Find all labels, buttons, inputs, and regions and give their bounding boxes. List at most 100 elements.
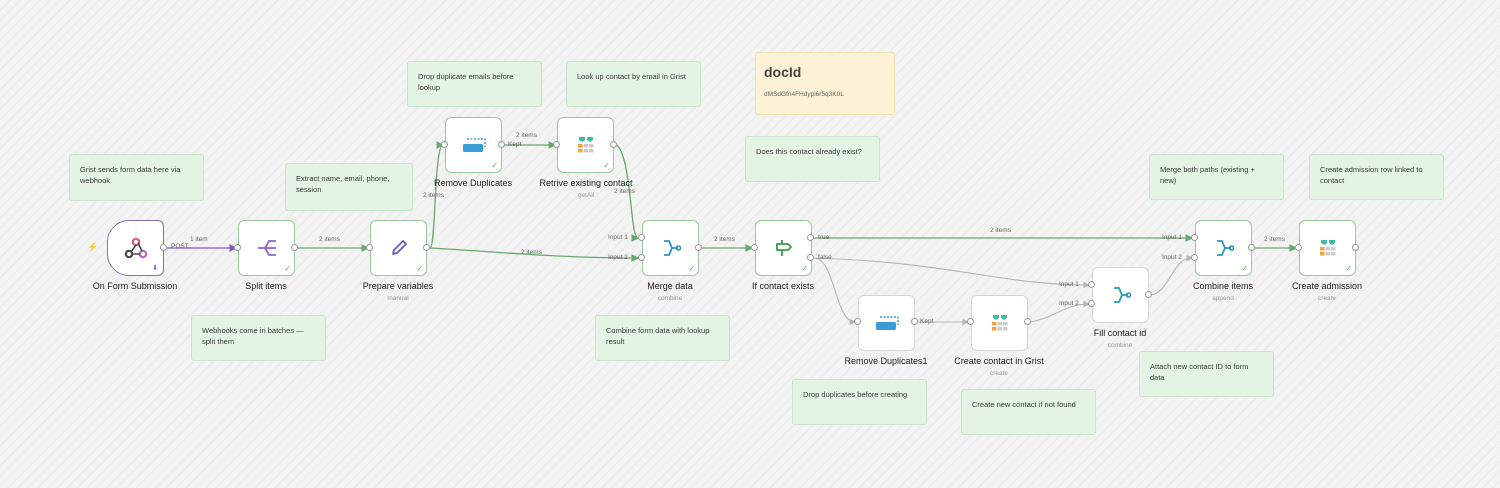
trigger-bolt-icon: ⚡ (87, 242, 99, 252)
node-subtitle: append (1212, 295, 1234, 302)
webhook-icon (124, 237, 147, 259)
node-split-items[interactable]: ✓ (238, 220, 295, 276)
edge-label: Input 1 (1162, 234, 1182, 241)
node-label: Remove Duplicates (433, 178, 513, 188)
grist-icon (1319, 240, 1335, 256)
success-check-icon: ✓ (688, 264, 695, 273)
output-port[interactable] (423, 244, 430, 251)
input-port-1[interactable] (638, 234, 645, 241)
pencil-icon (391, 240, 407, 255)
input-port-2[interactable] (1191, 254, 1198, 261)
edge-label: true (818, 234, 830, 241)
edge-label: 2 items (714, 236, 735, 243)
edge-label: 2 items (1264, 236, 1285, 243)
output-port[interactable] (610, 141, 617, 148)
edge-label: Input 1 (1059, 281, 1079, 288)
output-port-false[interactable] (807, 254, 814, 261)
input-port[interactable] (854, 318, 861, 325)
success-check-icon: ✓ (284, 264, 291, 273)
output-port[interactable] (911, 318, 918, 325)
node-remove-duplicates1[interactable] (858, 295, 915, 351)
node-if-contact-exists[interactable]: ✓ (755, 220, 812, 276)
success-check-icon: ✓ (801, 264, 808, 273)
sticky-note[interactable]: Combine form data with lookup result (595, 315, 730, 361)
output-port[interactable] (160, 244, 167, 251)
node-create-admission[interactable]: ✓ (1299, 220, 1356, 276)
edge-label: 2 items (614, 188, 635, 195)
output-port[interactable] (695, 244, 702, 251)
edge-label: 2 items (990, 227, 1011, 234)
node-retrive-existing-contact[interactable]: ✓ (557, 117, 614, 173)
edge-label: Kept (920, 318, 934, 325)
node-label: Create contact in Grist (954, 356, 1044, 366)
sticky-note-docid[interactable]: docId dMSdGfn4FHdypi6r5q3K0L (755, 52, 895, 115)
node-label: Create admission (1291, 281, 1363, 291)
sticky-note[interactable]: Grist sends form data here via webhook (69, 154, 204, 201)
sticky-note[interactable]: Create new contact if not found (961, 389, 1096, 435)
node-merge-data[interactable]: ✓ (642, 220, 699, 276)
sticky-note[interactable]: Merge both paths (existing + new) (1149, 154, 1284, 200)
input-port[interactable] (553, 141, 560, 148)
node-on-form-submission[interactable]: ⬇ (107, 220, 164, 276)
edge-label: Input 2 (1059, 300, 1079, 307)
node-fill-contact-id[interactable] (1092, 267, 1149, 323)
sticky-note[interactable]: Webhooks come in batches — split them (191, 315, 326, 361)
node-label: Split items (245, 281, 287, 291)
edge-if-false-fill (813, 257, 1091, 289)
node-label: Fill contact id (1093, 328, 1147, 338)
node-subtitle: manual (387, 295, 409, 302)
split-icon (257, 240, 276, 256)
output-port[interactable] (1248, 244, 1255, 251)
edge-label: POST (171, 243, 189, 250)
input-port[interactable] (967, 318, 974, 325)
edge-label: 2 items (423, 192, 444, 199)
edge-label: Input 2 (1162, 254, 1182, 261)
edge-label: 2 items (319, 236, 340, 243)
node-create-contact-in-grist[interactable] (971, 295, 1028, 351)
success-check-icon: ✓ (603, 161, 610, 170)
input-port-1[interactable] (1191, 234, 1198, 241)
sticky-note[interactable]: Drop duplicates before creating (792, 379, 927, 425)
node-subtitle: combine (1107, 342, 1133, 349)
node-subtitle: create (1317, 295, 1337, 302)
edge-label: Input 1 (608, 234, 628, 241)
sticky-note[interactable]: Extract name, email, phone, session (285, 163, 413, 211)
node-label: On Form Submission (92, 281, 178, 291)
input-port[interactable] (751, 244, 758, 251)
edge-label: Kept (508, 141, 522, 148)
input-port[interactable] (234, 244, 241, 251)
input-port[interactable] (441, 141, 448, 148)
output-port[interactable] (1145, 291, 1152, 298)
output-port[interactable] (498, 141, 505, 148)
success-check-icon: ✓ (416, 264, 423, 273)
node-combine-items[interactable]: ✓ (1195, 220, 1252, 276)
edge-label: Input 2 (608, 254, 628, 261)
node-label: If contact exists (751, 281, 815, 291)
input-port[interactable] (366, 244, 373, 251)
sticky-note[interactable]: Drop duplicate emails before lookup (407, 61, 542, 107)
output-port-true[interactable] (807, 234, 814, 241)
remove-duplicates-icon (875, 316, 899, 330)
edge-label: 1 item (190, 236, 208, 243)
node-prepare-variables[interactable]: ✓ (370, 220, 427, 276)
sticky-note[interactable]: Look up contact by email in Grist (566, 61, 701, 107)
input-port[interactable] (1295, 244, 1302, 251)
edge-fill-combine (1150, 254, 1194, 296)
input-port-2[interactable] (638, 254, 645, 261)
output-port[interactable] (1352, 244, 1359, 251)
output-port[interactable] (291, 244, 298, 251)
input-port-1[interactable] (1088, 281, 1095, 288)
node-remove-duplicates[interactable]: ✓ (445, 117, 502, 173)
sticky-note[interactable]: Create admission row linked to contact (1309, 154, 1444, 200)
docid-value: dMSdGfn4FHdypi6r5q3K0L (764, 91, 844, 98)
input-port-2[interactable] (1088, 300, 1095, 307)
sticky-note[interactable]: Does this contact already exist? (745, 136, 880, 182)
sticky-note[interactable]: Attach new contact ID to form data (1139, 351, 1274, 397)
node-label: Merge data (647, 281, 693, 291)
remove-duplicates-icon (462, 138, 486, 152)
edge-label: 2 items (516, 132, 537, 139)
node-label: Combine items (1192, 281, 1254, 291)
output-port[interactable] (1024, 318, 1031, 325)
merge-icon (663, 240, 681, 256)
